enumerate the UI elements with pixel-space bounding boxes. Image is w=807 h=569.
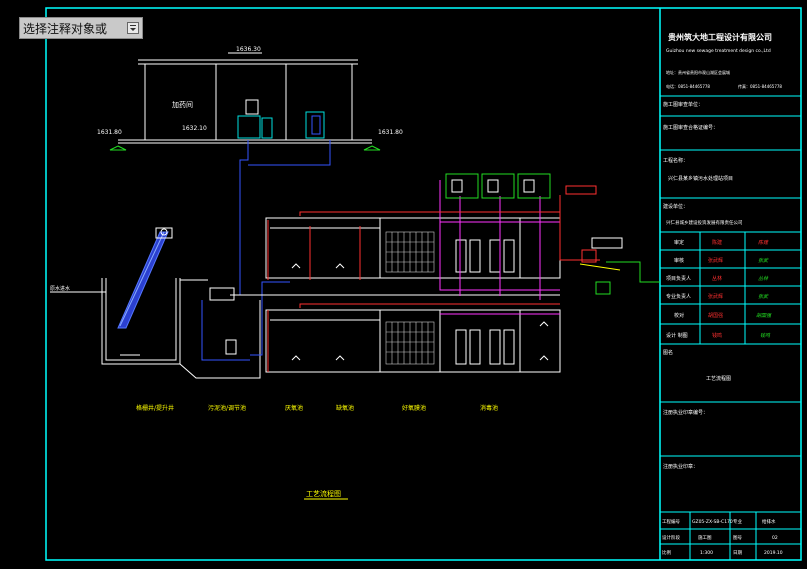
process-labels: 格栅井/提升井 污泥池/调节池 厌氧池 缺氧池 好氧膜池 消毒池 <box>136 404 498 412</box>
screen-conveyor <box>117 227 173 329</box>
command-prompt-text: 选择注释对象或 <box>23 21 108 36</box>
disinfection-equipment <box>579 237 660 295</box>
screen-well <box>101 278 261 379</box>
client-label: 建设单位： <box>663 203 688 210</box>
inlet-label: 原水进水 <box>50 285 70 292</box>
svg-text:专业: 专业 <box>733 518 742 525</box>
svg-text:缺氧池: 缺氧池 <box>336 404 354 412</box>
svg-text:设计 制图: 设计 制图 <box>666 332 688 339</box>
svg-text:1:300: 1:300 <box>700 550 713 556</box>
review-unit-label: 施工图审查单位： <box>663 101 703 108</box>
dosing-building <box>118 59 372 144</box>
client-name: 兴仁县城乡建设投资发展有限责任公司 <box>666 219 743 226</box>
svg-text:张武辉: 张武辉 <box>708 293 723 300</box>
svg-text:设计阶段: 设计阶段 <box>662 534 680 541</box>
svg-text:陈建: 陈建 <box>758 239 769 246</box>
project-name: 兴仁县某乡镇污水处理站项目 <box>668 175 733 182</box>
svg-text:工程编号: 工程编号 <box>662 518 680 525</box>
ground-elevation-right: 1631.80 <box>378 129 403 136</box>
review-cert-label: 施工图审查合格证编号： <box>663 124 718 131</box>
tank-train-lower <box>265 309 561 373</box>
svg-text:胡国强: 胡国强 <box>708 312 723 319</box>
svg-text:日期: 日期 <box>733 550 742 556</box>
svg-text:陈建: 陈建 <box>712 239 722 246</box>
drawing-frame <box>45 7 802 561</box>
svg-text:格栅井/提升井: 格栅井/提升井 <box>136 404 174 412</box>
svg-text:02: 02 <box>772 535 778 541</box>
diffusers <box>291 263 549 361</box>
roof-elevation: 1636.30 <box>236 46 261 53</box>
blower-units <box>445 173 551 199</box>
svg-text:消毒池: 消毒池 <box>480 404 498 412</box>
svg-text:胡国强: 胡国强 <box>756 312 772 319</box>
svg-text:污泥池/调节池: 污泥池/调节池 <box>208 404 246 412</box>
stamp-label: 注册执业印章： <box>663 463 698 470</box>
svg-text:审核: 审核 <box>674 257 684 264</box>
dosing-pipe <box>230 140 249 296</box>
stamp-number-label: 注册执业印章编号： <box>663 409 708 416</box>
room-label: 加药间 <box>172 100 193 109</box>
svg-text:张武辉: 张武辉 <box>708 257 723 264</box>
svg-text:图号: 图号 <box>733 535 742 541</box>
company-tel: 电话：0851-84465778 <box>666 83 710 89</box>
company-en: Guizhou new sewage treatment design co.,… <box>666 48 771 54</box>
svg-text:钱鸣: 钱鸣 <box>712 332 722 339</box>
membrane-module-upper <box>385 231 435 273</box>
svg-text:给排水: 给排水 <box>762 518 776 525</box>
svg-text:项目负责人: 项目负责人 <box>666 275 691 282</box>
svg-text:张武: 张武 <box>758 293 769 300</box>
filter-columns-lower <box>455 329 515 365</box>
project-label: 工程名称： <box>663 157 688 164</box>
svg-text:审定: 审定 <box>674 239 684 246</box>
svg-text:GZ05-ZX-SB-C170: GZ05-ZX-SB-C170 <box>692 519 733 525</box>
svg-text:2019.10: 2019.10 <box>764 550 783 556</box>
svg-text:施工图: 施工图 <box>698 534 712 541</box>
company-name: 贵州筑大地工程设计有限公司 <box>668 32 772 42</box>
svg-text:专业负责人: 专业负责人 <box>666 293 691 300</box>
svg-text:厌氧池: 厌氧池 <box>285 404 303 412</box>
membrane-module-lower <box>385 321 435 365</box>
air-pipes <box>439 180 560 315</box>
dosing-tank-right <box>305 111 325 139</box>
process-pipes-red <box>267 195 600 372</box>
svg-text:丛林: 丛林 <box>758 275 769 282</box>
svg-text:张武: 张武 <box>758 257 769 264</box>
command-prompt[interactable]: 选择注释对象或 <box>19 17 143 39</box>
svg-text:校对: 校对 <box>674 312 684 319</box>
dosing-tank-left <box>237 99 273 139</box>
drawing-name: 工艺流程图 <box>706 375 731 382</box>
lift-pump <box>209 287 235 301</box>
drawing-name-label: 图名 <box>663 349 673 356</box>
svg-text:钱鸣: 钱鸣 <box>760 332 771 339</box>
title-block <box>660 95 801 560</box>
drawing-title: 工艺流程图 <box>306 489 341 498</box>
floor-elevation: 1632.10 <box>182 125 207 132</box>
company-fax: 传真：0851-84465778 <box>738 83 782 89</box>
bottom-info: 工程编号 GZ05-ZX-SB-C170 专业 给排水 设计阶段 施工图 图号 … <box>662 518 783 556</box>
svg-text:丛林: 丛林 <box>712 275 722 282</box>
ground-elevation-left: 1631.80 <box>97 129 122 136</box>
dropdown-icon[interactable] <box>127 22 139 34</box>
svg-text:好氧膜池: 好氧膜池 <box>402 404 426 412</box>
company-address: 地址：贵州省贵阳市观山湖区会展城 <box>666 69 730 75</box>
filter-columns-upper <box>455 239 515 273</box>
role-table: 审定 陈建 陈建 审核 张武辉 张武 项目负责人 丛林 丛林 专业负责人 张武辉… <box>666 239 772 339</box>
svg-text:比例: 比例 <box>662 549 671 556</box>
